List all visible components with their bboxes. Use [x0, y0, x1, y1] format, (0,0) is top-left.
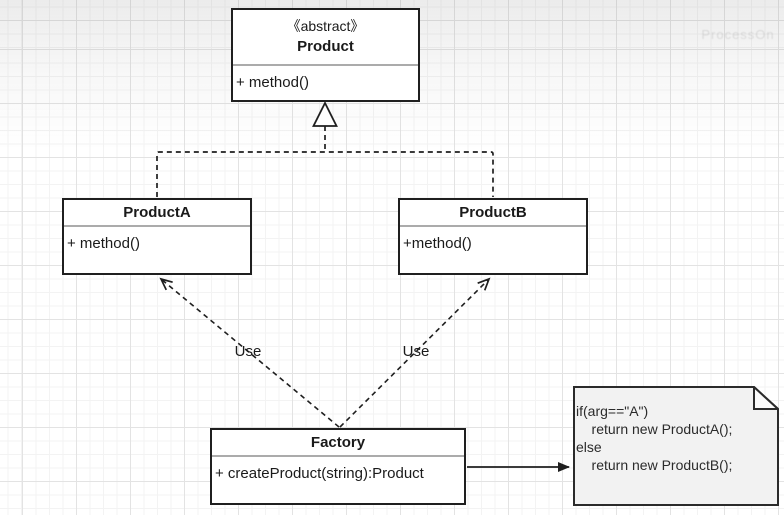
code-note[interactable]: if(arg=="A") return new ProductA(); else… — [573, 384, 781, 506]
class-header: ProductB — [400, 200, 586, 227]
class-box-factory[interactable]: Factory + createProduct(string):Product — [210, 428, 466, 505]
class-name: ProductA — [123, 203, 191, 221]
member-label: +method() — [403, 235, 472, 252]
member-label: + method() — [67, 235, 140, 252]
class-members: +method() — [400, 227, 586, 273]
class-name: Factory — [310, 433, 366, 451]
class-members: + createProduct(string):Product — [212, 457, 464, 503]
class-box-product[interactable]: 《abstract》 Product + method() — [231, 8, 420, 102]
class-box-productB[interactable]: ProductB +method() — [398, 198, 588, 275]
stereotype-label: 《abstract》 — [286, 18, 365, 34]
note-shape-icon — [573, 384, 781, 506]
class-name: ProductB — [459, 203, 527, 221]
member-label: + createProduct(string):Product — [215, 465, 424, 482]
watermark: ProcessOn — [701, 27, 775, 42]
note-line: else — [576, 439, 602, 455]
class-header: Factory — [212, 430, 464, 457]
note-code-text: if(arg=="A") return new ProductA(); else… — [576, 402, 732, 474]
class-members: + method() — [233, 66, 418, 100]
note-line: return new ProductB(); — [576, 457, 733, 473]
generalization-triangle-icon — [312, 100, 338, 127]
generalization-edge — [156, 126, 494, 197]
class-box-productA[interactable]: ProductA + method() — [62, 198, 252, 275]
note-line: return new ProductA(); — [576, 421, 733, 437]
class-name: Product — [297, 38, 354, 55]
note-line: if(arg=="A") — [576, 403, 649, 419]
member-label: + method() — [236, 74, 309, 91]
class-header: ProductA — [64, 200, 250, 227]
class-members: + method() — [64, 227, 250, 273]
use-label-right: Use — [402, 343, 430, 360]
use-label-left: Use — [234, 343, 262, 360]
class-header: 《abstract》 Product — [233, 10, 418, 66]
